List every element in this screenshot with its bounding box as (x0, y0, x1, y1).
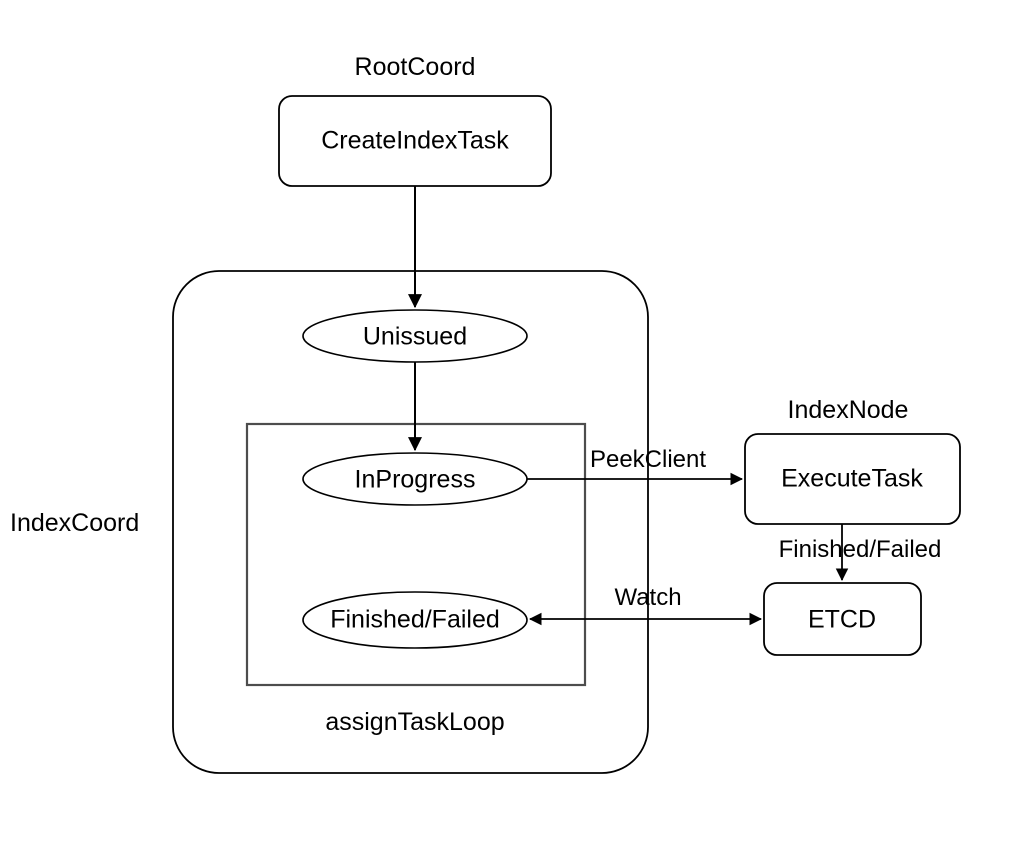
state-label-finished-failed: Finished/Failed (330, 605, 500, 634)
finished-failed-state-shape[interactable] (302, 591, 528, 649)
state-label-in-progress: InProgress (354, 465, 476, 494)
edge-label-watch: Watch (614, 584, 682, 611)
group-label-root-coord: RootCoord (354, 53, 476, 81)
node-label-create-index-task: CreateIndexTask (321, 126, 509, 155)
edge-label-finished-failed: Finished/Failed (778, 536, 942, 563)
group-label-index-node: IndexNode (787, 396, 909, 424)
node-label-etcd: ETCD (807, 605, 877, 634)
state-label-unissued: Unissued (362, 322, 468, 351)
node-label-execute-task: ExecuteTask (781, 464, 923, 493)
group-label-assign-task-loop: assignTaskLoop (325, 708, 505, 736)
execute-task-box[interactable] (744, 433, 961, 525)
group-label-index-coord: IndexCoord (10, 509, 140, 537)
index-coord-container (172, 270, 649, 774)
edge-label-peek-client: PeekClient (589, 446, 707, 473)
etcd-box[interactable] (763, 582, 922, 656)
